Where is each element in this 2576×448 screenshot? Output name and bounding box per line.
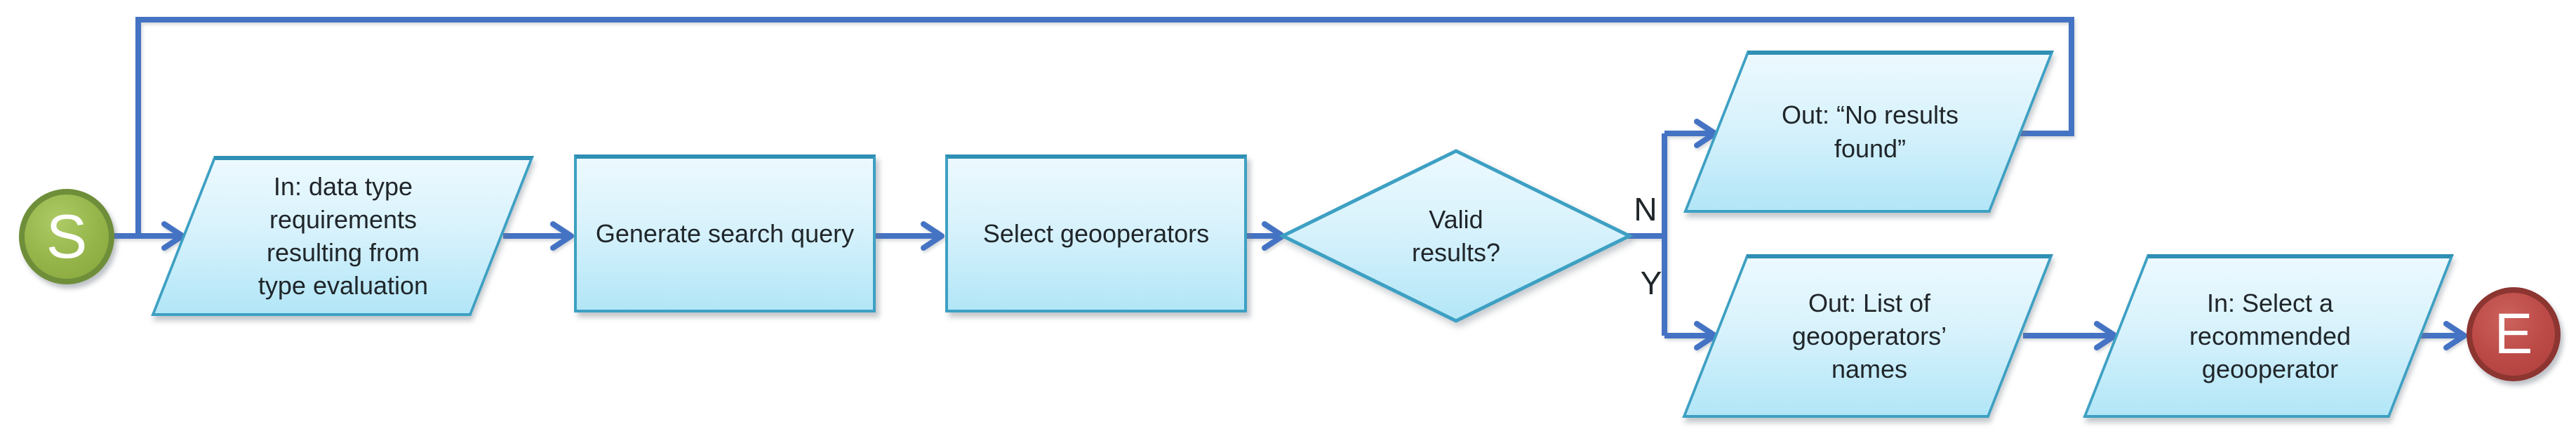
valid-results-decision-shape xyxy=(1279,149,1634,323)
end-label: E xyxy=(2494,302,2533,366)
start-label: S xyxy=(46,202,88,271)
input-data-type-node-label: In: data type requirements resulting fro… xyxy=(258,171,429,301)
start-node: S xyxy=(19,189,114,284)
no-results-output-node-label: Out: “No results found” xyxy=(1781,100,1959,163)
generate-search-query-node-shape xyxy=(574,154,876,312)
arrowhead-into-end xyxy=(2443,321,2467,350)
select-recommended-input-node-label: In: Select a recommended geooperator xyxy=(2189,288,2351,384)
branch-label-no: N xyxy=(1634,191,1657,228)
arrowhead-into-select xyxy=(921,221,945,251)
generate-search-query-node-label: Generate search query xyxy=(595,218,855,248)
select-geooperators-node-shape xyxy=(945,154,1247,312)
valid-results-decision-label: Valid results? xyxy=(1411,204,1501,267)
edge-loop-no-results-to-start xyxy=(135,17,2074,239)
branch-label-yes: Y xyxy=(1640,265,1662,301)
select-geooperators-node-label: Select geooperators xyxy=(982,218,1210,248)
geooperators-list-output-node-label: Out: List of geooperators’ names xyxy=(1791,288,1947,384)
arrowhead-into-generate xyxy=(550,221,574,251)
end-node: E xyxy=(2467,287,2561,381)
